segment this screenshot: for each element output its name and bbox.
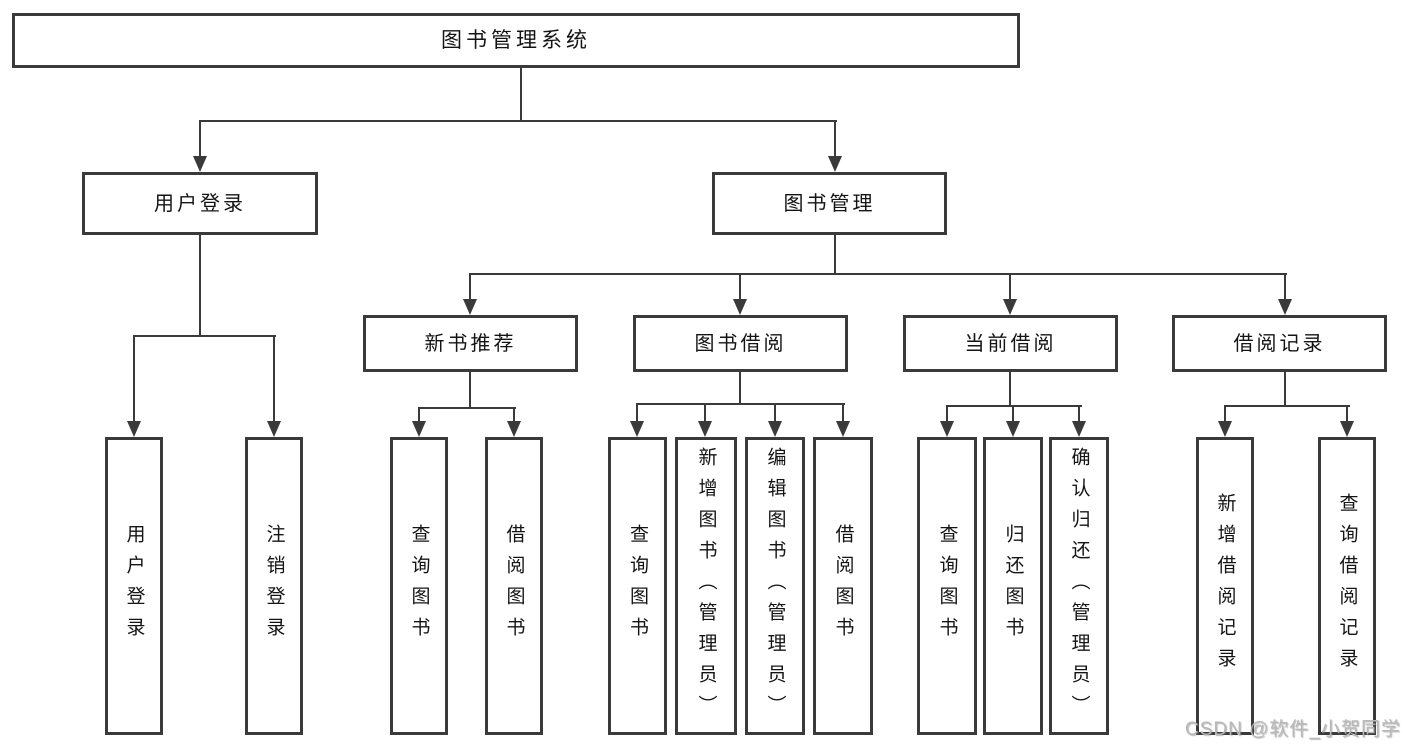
- leaf-label: 归还图书: [1002, 524, 1024, 648]
- connector-line: [1012, 405, 1014, 423]
- leaf-query-books-recommend: 查询图书: [390, 437, 448, 735]
- node-user-login: 用户登录: [82, 172, 318, 235]
- leaf-return-books: 归还图书: [983, 437, 1043, 735]
- connector-line: [418, 407, 516, 409]
- node-label: 图书管理: [783, 192, 876, 215]
- connector-line: [469, 370, 471, 409]
- arrow-down-icon: [1006, 421, 1020, 437]
- connector-line: [1078, 405, 1080, 423]
- connector-line: [636, 403, 845, 405]
- arrow-down-icon: [1340, 421, 1354, 437]
- connector-line: [1284, 273, 1286, 301]
- node-book-system-root: 图书管理系统: [12, 13, 1020, 68]
- node-label: 图书管理系统: [441, 28, 591, 52]
- arrow-down-icon: [1072, 421, 1086, 437]
- connector-line: [842, 403, 844, 423]
- arrow-down-icon: [507, 421, 521, 437]
- arrow-down-icon: [1003, 299, 1017, 315]
- connector-line: [1346, 405, 1348, 423]
- arrow-down-icon: [733, 299, 747, 315]
- arrow-down-icon: [1278, 299, 1292, 315]
- connector-line: [739, 273, 741, 301]
- leaf-query-books-current: 查询图书: [917, 437, 977, 735]
- connector-line: [418, 407, 420, 423]
- leaf-user-login: 用户登录: [105, 437, 163, 735]
- arrow-down-icon: [630, 421, 644, 437]
- arrow-down-icon: [836, 421, 850, 437]
- node-label: 当前借阅: [964, 332, 1057, 355]
- leaf-logout: 注销登录: [245, 437, 303, 735]
- leaf-borrow-books-recommend: 借阅图书: [485, 437, 543, 735]
- watermark: CSDN @软件_小贺同学: [1185, 719, 1401, 740]
- node-book-borrowing: 图书借阅: [633, 315, 848, 372]
- connector-line: [636, 403, 638, 423]
- leaf-confirm-return-admin: 确认归还（管理员）: [1049, 437, 1109, 735]
- connector-line: [513, 407, 515, 423]
- leaf-label: 新增图书（管理员）: [695, 446, 717, 726]
- leaf-add-books-admin: 新增图书（管理员）: [675, 437, 737, 735]
- leaf-label: 确认归还（管理员）: [1068, 446, 1090, 726]
- leaf-query-books-borrowing: 查询图书: [608, 437, 667, 735]
- connector-line: [704, 403, 706, 423]
- connector-line: [199, 120, 837, 122]
- connector-line: [946, 405, 1082, 407]
- leaf-add-borrow-record: 新增借阅记录: [1196, 437, 1254, 735]
- arrow-down-icon: [463, 299, 477, 315]
- connector-line: [199, 233, 201, 337]
- leaf-label: 查询图书: [936, 524, 958, 648]
- arrow-down-icon: [768, 421, 782, 437]
- connector-line: [774, 403, 776, 423]
- leaf-label: 借阅图书: [832, 524, 854, 648]
- node-label: 用户登录: [154, 192, 246, 215]
- leaf-label: 查询图书: [408, 524, 430, 648]
- node-current-borrowing: 当前借阅: [903, 315, 1118, 372]
- arrow-down-icon: [940, 421, 954, 437]
- connector-line: [739, 370, 741, 405]
- connector-line: [946, 405, 948, 423]
- connector-line: [1009, 370, 1011, 407]
- connector-line: [1009, 273, 1011, 301]
- connector-line: [133, 335, 276, 337]
- arrow-down-icon: [193, 156, 207, 172]
- arrow-down-icon: [267, 421, 281, 437]
- node-label: 图书借阅: [694, 332, 787, 355]
- node-borrowing-records: 借阅记录: [1172, 315, 1387, 372]
- leaf-label: 查询图书: [627, 524, 648, 648]
- arrow-down-icon: [828, 156, 842, 172]
- leaf-label: 借阅图书: [503, 524, 525, 648]
- connector-line: [520, 66, 522, 122]
- connector-line: [834, 233, 836, 275]
- connector-line: [469, 273, 1287, 275]
- connector-line: [1284, 370, 1286, 407]
- leaf-query-borrow-record: 查询借阅记录: [1318, 437, 1376, 735]
- leaf-label: 编辑图书（管理员）: [764, 446, 786, 726]
- node-label: 借阅记录: [1233, 332, 1326, 355]
- leaf-label: 用户登录: [123, 524, 145, 648]
- node-book-management: 图书管理: [712, 172, 947, 235]
- connector-line: [1224, 405, 1350, 407]
- leaf-edit-books-admin: 编辑图书（管理员）: [745, 437, 805, 735]
- node-label: 新书推荐: [424, 332, 517, 355]
- arrow-down-icon: [1218, 421, 1232, 437]
- connector-line: [1224, 405, 1226, 423]
- connector-line: [133, 335, 135, 423]
- leaf-label: 新增借阅记录: [1214, 493, 1236, 679]
- connector-line: [199, 120, 201, 158]
- leaf-label: 查询借阅记录: [1336, 493, 1358, 679]
- arrow-down-icon: [698, 421, 712, 437]
- leaf-label: 注销登录: [263, 524, 285, 648]
- connector-line: [273, 335, 275, 423]
- arrow-down-icon: [127, 421, 141, 437]
- leaf-borrow-books-borrowing: 借阅图书: [813, 437, 873, 735]
- connector-line: [834, 120, 836, 158]
- node-new-book-recommend: 新书推荐: [363, 315, 578, 372]
- arrow-down-icon: [412, 421, 426, 437]
- connector-line: [469, 273, 471, 301]
